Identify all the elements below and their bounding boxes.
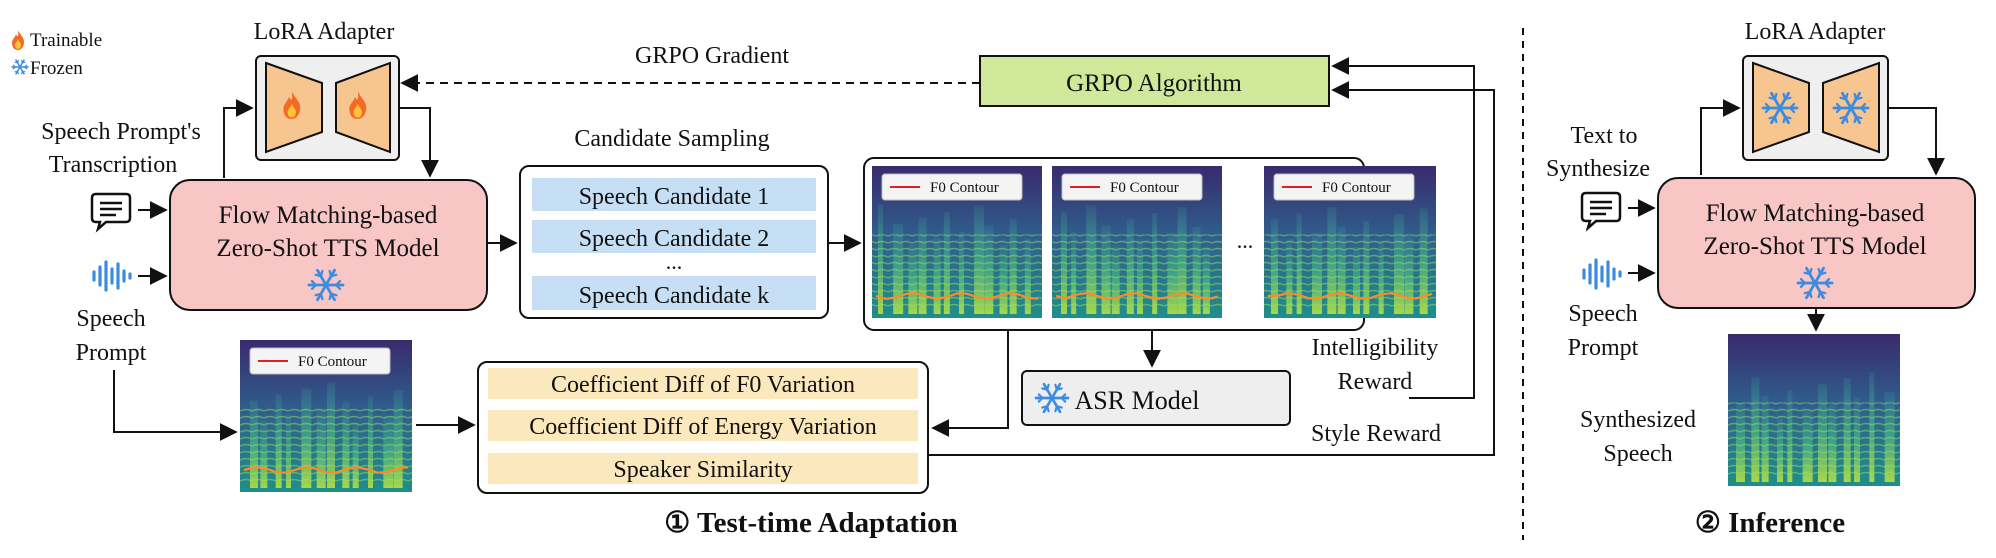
spectrogram: F0 Contour (1264, 166, 1436, 318)
reward-item: Coefficient Diff of Energy Variation (488, 410, 918, 441)
stage2-title: ② Inference (1695, 507, 1845, 539)
arrow-speech-prompt-to-spectrogram (113, 370, 238, 441)
candidate-ellipsis: ... (666, 249, 683, 274)
snowflake-icon (307, 268, 345, 302)
text-chat-icon (1580, 191, 1622, 232)
flame-icon (12, 30, 24, 50)
candidate-item: Speech Candidate 2 (532, 220, 816, 253)
style-reward-label: Style Reward (1311, 421, 1441, 447)
spectrogram: F0 Contour (872, 166, 1042, 318)
snowflake-icon (1034, 382, 1070, 414)
snowflake-icon (1761, 91, 1799, 125)
lora-adapter-title-right: LoRA Adapter (1745, 19, 1886, 45)
arrow-style-reward-to-grpo (928, 81, 1495, 456)
reward-label: Coefficient Diff of Energy Variation (529, 414, 876, 440)
tts-model-right: Flow Matching-based Zero-Shot TTS Model (1657, 177, 1976, 309)
synthesized-spectrogram (1728, 334, 1900, 486)
text-chat-icon (90, 192, 132, 233)
asr-model-label: ASR Model (1075, 386, 1200, 415)
legend: Trainable Frozen (11, 30, 102, 79)
spectrogram-ellipsis: ... (1237, 228, 1254, 253)
transcription-label-line2: Transcription (49, 152, 177, 178)
text-to-synthesize-line1: Text to (1571, 123, 1638, 149)
candidate-label: Speech Candidate k (579, 283, 770, 309)
arrow-tts-to-lora (223, 99, 254, 178)
grpo-algorithm-label: GRPO Algorithm (1066, 70, 1242, 97)
grpo-gradient-label: GRPO Gradient (635, 43, 789, 69)
prompt-spectrogram: F0 Contour (240, 340, 412, 492)
speech-prompt-right-line2: Prompt (1568, 335, 1639, 361)
speech-prompt-label-line2: Prompt (76, 340, 147, 366)
snowflake-icon (1796, 266, 1834, 300)
reward-label: Coefficient Diff of F0 Variation (551, 372, 855, 398)
reward-item: Coefficient Diff of F0 Variation (488, 368, 918, 399)
tts-model-left-line1: Flow Matching-based (219, 202, 438, 229)
snowflake-icon (1832, 91, 1870, 125)
speech-prompt-right-line1: Speech (1568, 301, 1637, 327)
candidate-item: Speech Candidate 1 (532, 178, 816, 211)
tts-model-right-line2: Zero-Shot TTS Model (1703, 233, 1926, 260)
audio-wave-icon (92, 260, 132, 292)
reward-list: Coefficient Diff of F0 Variation Coeffic… (477, 361, 929, 494)
text-to-synthesize-line2: Synthesize (1546, 156, 1650, 182)
lora-adapter-title-left: LoRA Adapter (254, 19, 395, 45)
spectrogram: F0 Contour (1052, 166, 1222, 318)
stage1-title: ① Test-time Adaptation (664, 507, 957, 539)
tts-model-right-line1: Flow Matching-based (1706, 200, 1925, 227)
intelligibility-reward-line1: Intelligibility (1312, 335, 1439, 361)
grpo-algorithm-box: GRPO Algorithm (979, 55, 1330, 107)
synthesized-speech-line2: Speech (1603, 441, 1672, 467)
arrow-intelligibility-reward-to-grpo (1331, 57, 1475, 399)
tts-model-left-line2: Zero-Shot TTS Model (216, 235, 439, 262)
f0-contour-legend-label: F0 Contour (298, 354, 367, 370)
lora-adapter-right (1742, 55, 1889, 161)
intelligibility-reward-line2: Reward (1338, 369, 1413, 395)
snowflake-icon (11, 59, 29, 75)
arrow-lora-to-tts-right (1888, 107, 1945, 176)
lora-adapter-left (255, 55, 400, 161)
flame-icon (349, 91, 367, 119)
arrow-spectrograms-to-rewards (931, 330, 1009, 437)
flame-icon (283, 91, 301, 119)
f0-contour-legend-label: F0 Contour (930, 180, 999, 196)
tts-model-left: Flow Matching-based Zero-Shot TTS Model (169, 179, 488, 311)
candidate-label: Speech Candidate 2 (579, 226, 770, 252)
candidate-item: Speech Candidate k (532, 276, 816, 310)
reward-label: Speaker Similarity (613, 457, 792, 483)
candidate-label: Speech Candidate 1 (579, 184, 770, 210)
legend-frozen-label: Frozen (30, 58, 83, 79)
legend-trainable-label: Trainable (30, 30, 102, 51)
asr-model-box: ASR Model (1021, 370, 1291, 426)
candidate-sampling-label: Candidate Sampling (574, 126, 769, 152)
f0-contour-legend-label: F0 Contour (1322, 180, 1391, 196)
arrow-lora-to-tts (399, 107, 439, 178)
candidate-list: Speech Candidate 1 Speech Candidate 2 ..… (519, 165, 829, 319)
arrow-tts-to-lora-right (1700, 99, 1741, 175)
audio-wave-icon (1582, 258, 1622, 290)
speech-prompt-label-line1: Speech (76, 306, 145, 332)
synthesized-speech-line1: Synthesized (1580, 407, 1696, 433)
spectrogram-group: F0 Contour F0 Contour ... F0 Contour (863, 157, 1436, 331)
reward-item: Speaker Similarity (488, 453, 918, 484)
transcription-label-line1: Speech Prompt's (41, 119, 201, 145)
f0-contour-legend-label: F0 Contour (1110, 180, 1179, 196)
